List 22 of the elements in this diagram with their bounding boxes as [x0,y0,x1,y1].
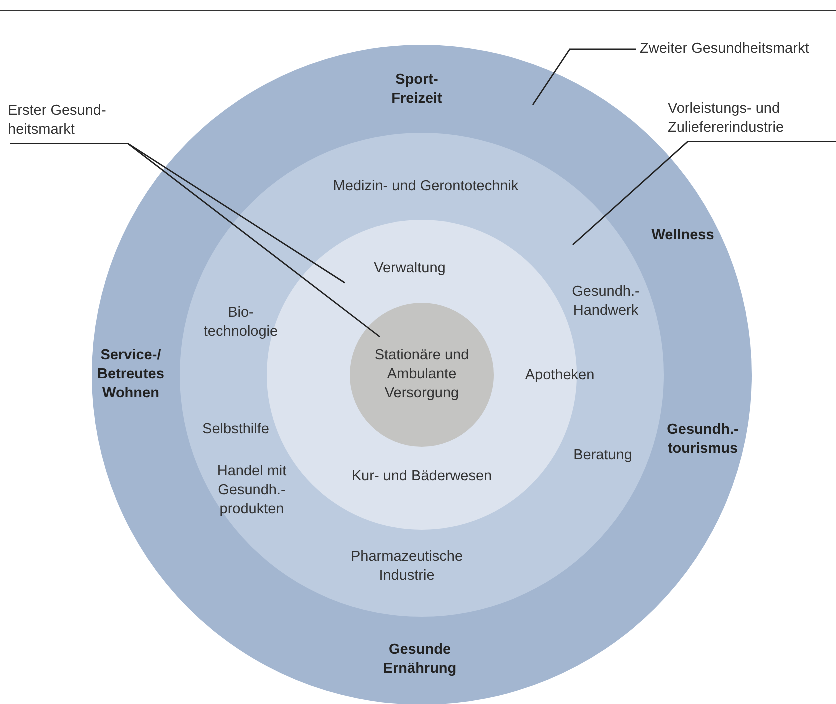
leader-line [572,141,836,246]
segment-label: Verwaltung [373,260,447,278]
leader-line [10,143,380,338]
segment-label: Gesundh.- Handwerk [571,283,641,321]
segment-heading: Gesundh.- tourismus [666,421,740,459]
segment-label: Selbsthilfe [202,420,270,440]
segment-label: Apotheken [524,366,596,386]
segment-heading: Wellness [650,226,716,246]
callout-label: Vorleistungs- und Zuliefererindustrie [668,100,836,138]
segment-heading: Service-/ Betreutes Wohnen [96,346,166,404]
segment-label: Medizin- und Gerontotechnik [332,178,520,196]
segment-label: Handel mit Gesundh.- produkten [216,462,288,520]
callout-label: Zweiter Gesundheitsmarkt [640,40,810,59]
segment-heading: Sport- Freizeit [390,71,444,109]
segment-label: Stationäre und Ambulante Versorgung [374,346,470,404]
segment-label: Kur- und Bäderwesen [350,468,494,486]
segment-label: Beratung [572,446,634,466]
leader-line [532,48,636,106]
segment-label: Bio- technologie [202,304,280,342]
callout-label: Erster Gesund- heitsmarkt [8,102,138,140]
segment-label: Pharmazeutische Industrie [350,548,464,586]
segment-heading: Gesunde Ernährung [382,641,458,679]
